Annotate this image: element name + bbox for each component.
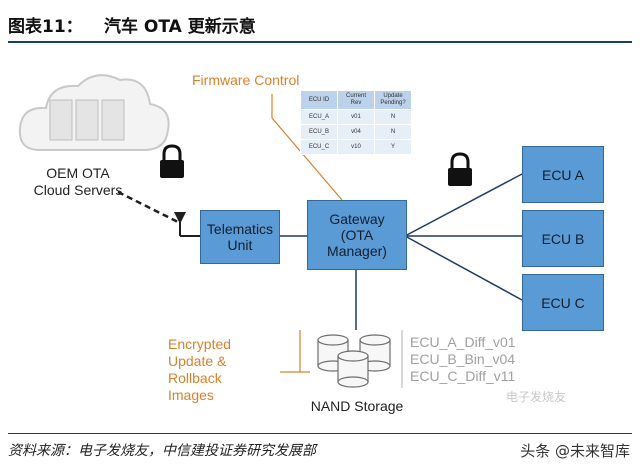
ecu-c-box: ECU C <box>522 274 604 331</box>
ecu-a-box: ECU A <box>522 146 604 203</box>
table-cell: Y <box>374 139 412 155</box>
storage-file: ECU_A_Diff_v01 <box>410 334 516 350</box>
table-cell: ECU_B <box>300 124 338 140</box>
table-cell: v04 <box>337 124 375 140</box>
table-header: Update Pending? <box>374 90 412 110</box>
table-row: ECU_C v10 Y <box>300 139 412 155</box>
storage-file: ECU_C_Diff_v11 <box>410 368 516 384</box>
image-watermark: 电子发烧友 <box>506 390 567 404</box>
storage-icon <box>317 334 391 388</box>
gateway-box: Gateway (OTA Manager) <box>307 200 407 270</box>
table-cell: ECU_C <box>300 139 338 155</box>
figure-title: 汽车 OTA 更新示意 <box>104 17 256 37</box>
table-header-row: ECU ID Current Rev Update Pending? <box>300 90 412 110</box>
telematics-unit-box: Telematics Unit <box>200 210 280 264</box>
firmware-control-label: Firmware Control <box>192 72 300 88</box>
cloud-label: OEM OTA Cloud Servers <box>33 165 123 198</box>
encrypted-images-label: Encrypted Update & Rollback Images <box>168 336 232 403</box>
cloud-icon <box>18 74 170 151</box>
nand-storage-label: NAND Storage <box>310 398 404 414</box>
firmware-table: ECU ID Current Rev Update Pending? ECU_A… <box>300 90 412 155</box>
antenna-icon <box>174 212 201 237</box>
lock-icon <box>160 144 184 178</box>
table-cell: v01 <box>337 109 375 125</box>
table-cell: N <box>374 109 412 125</box>
ecu-b-box: ECU B <box>522 210 604 267</box>
watermark: 头条 @未来智库 <box>520 442 630 460</box>
table-header: Current Rev <box>337 90 375 110</box>
lock-icon <box>448 152 472 186</box>
storage-file: ECU_B_Bin_v04 <box>410 351 516 367</box>
table-row: ECU_B v04 N <box>300 124 412 140</box>
dashed-link <box>117 190 179 224</box>
table-cell: v10 <box>337 139 375 155</box>
table-row: ECU_A v01 N <box>300 109 412 125</box>
source-note: 资料来源：电子发烧友，中信建投证券研究发展部 <box>8 443 316 459</box>
top-rule <box>8 41 632 43</box>
figure-header: 图表11： 汽车 OTA 更新示意 <box>8 6 632 37</box>
bottom-rule <box>8 433 632 434</box>
figure-number: 图表11： <box>8 17 83 37</box>
table-cell: N <box>374 124 412 140</box>
table-cell: ECU_A <box>300 109 338 125</box>
table-header: ECU ID <box>300 90 338 110</box>
